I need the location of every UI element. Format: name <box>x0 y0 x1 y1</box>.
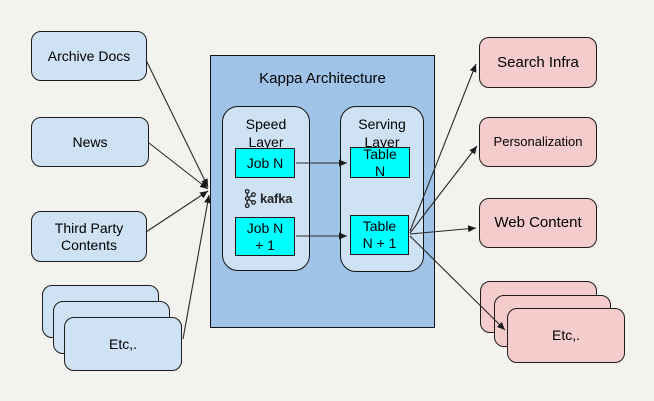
table-n-box: Table N <box>350 146 410 179</box>
job-n-plus-1-box: Job N + 1 <box>235 217 295 256</box>
source-third-party-contents: Third Party Contents <box>31 211 147 262</box>
source-news: News <box>31 117 149 167</box>
source-etc-card-front: Etc,. <box>64 317 182 371</box>
arrow-third-party-to-kappa <box>145 190 209 233</box>
serving-layer-title: Serving Layer <box>358 116 406 150</box>
speed-layer-title: Speed Layer <box>245 116 287 150</box>
job-n-box: Job N <box>235 148 295 178</box>
kappa-title: Kappa Architecture <box>259 70 386 87</box>
sink-web-content: Web Content <box>479 198 597 248</box>
arrow-archive-to-kappa <box>145 59 209 188</box>
kafka-wordmark: kafka <box>260 191 293 206</box>
arrow-news-to-kappa <box>148 142 209 190</box>
table-n-plus-1-box: Table N + 1 <box>350 215 409 255</box>
source-archive-docs: Archive Docs <box>31 31 147 81</box>
sink-etc-card-front: Etc,. <box>507 308 625 363</box>
kafka-logo: kafka <box>242 188 292 209</box>
sink-personalization: Personalization <box>479 117 597 167</box>
arrow-etc-to-kappa <box>182 194 212 340</box>
kafka-icon <box>244 188 256 209</box>
sink-search-infra: Search Infra <box>479 37 597 88</box>
